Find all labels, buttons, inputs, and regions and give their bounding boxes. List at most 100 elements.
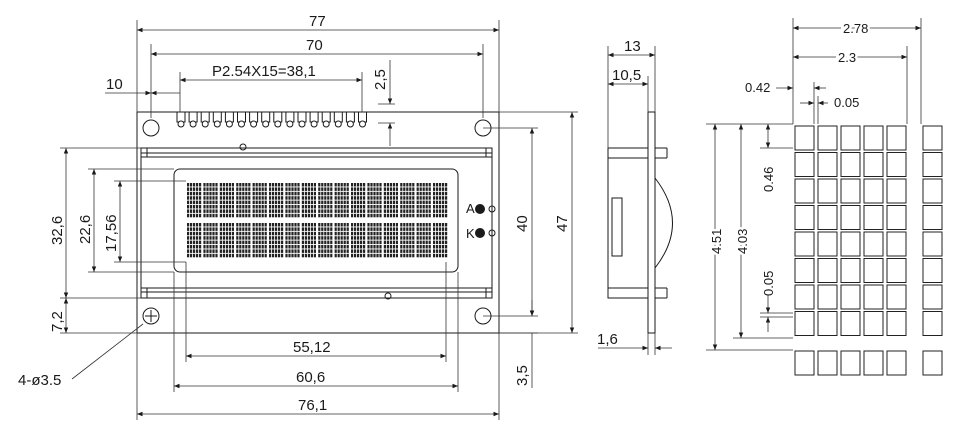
dot xyxy=(272,205,275,209)
cursor-cell xyxy=(840,350,861,376)
dot xyxy=(327,183,330,187)
dot xyxy=(278,213,281,218)
dot xyxy=(357,223,360,227)
pixel-cell xyxy=(817,205,838,230)
dot xyxy=(215,191,218,196)
dot xyxy=(193,223,196,227)
dot xyxy=(275,209,278,213)
dot xyxy=(357,227,360,231)
dot xyxy=(416,231,419,236)
dot xyxy=(346,209,349,213)
dot xyxy=(215,245,218,249)
dot xyxy=(242,231,245,236)
dot xyxy=(383,245,386,249)
dot xyxy=(301,187,304,191)
dot xyxy=(395,205,398,209)
dot xyxy=(301,240,304,245)
dot xyxy=(442,231,445,236)
dim-bottom-offset: 7,2 xyxy=(49,311,66,332)
dot xyxy=(196,240,199,245)
dot xyxy=(275,231,278,236)
dot xyxy=(436,191,439,196)
pixel-cell xyxy=(840,125,861,151)
char-block xyxy=(400,223,415,258)
dot xyxy=(403,253,406,258)
dot xyxy=(367,183,370,187)
dot xyxy=(340,245,343,249)
dot xyxy=(252,187,255,191)
dot xyxy=(222,223,225,227)
dot xyxy=(275,253,278,258)
dot xyxy=(242,191,245,196)
dot xyxy=(288,240,291,245)
dot xyxy=(236,253,239,258)
dot xyxy=(425,231,428,236)
dot xyxy=(203,191,206,196)
dot xyxy=(419,231,422,236)
dot xyxy=(203,213,206,218)
dot xyxy=(395,200,398,205)
dot xyxy=(400,231,403,236)
dot xyxy=(203,209,206,213)
dot xyxy=(199,196,202,200)
dot xyxy=(228,196,231,200)
dot xyxy=(225,240,228,245)
dot xyxy=(301,245,304,249)
dot xyxy=(297,245,300,249)
dot xyxy=(307,209,310,213)
dot xyxy=(425,213,428,218)
dot xyxy=(187,187,190,191)
dot xyxy=(231,245,234,249)
pin-header xyxy=(176,111,367,128)
dot xyxy=(439,245,442,249)
dot xyxy=(351,240,354,245)
pixel-cell xyxy=(863,125,884,151)
dot xyxy=(373,191,376,196)
dot xyxy=(275,249,278,253)
dot xyxy=(294,240,297,245)
dot xyxy=(376,249,379,253)
front-view: A K 77 70 10 P2.54X15=38,1 2,5 47 40 xyxy=(18,13,578,420)
pin-hole xyxy=(250,120,258,128)
dot xyxy=(379,227,382,231)
dot xyxy=(337,187,340,191)
dot xyxy=(313,236,316,240)
dot xyxy=(406,236,409,240)
dot xyxy=(337,236,340,240)
viewing-area xyxy=(173,168,459,273)
dot xyxy=(193,213,196,218)
dot xyxy=(248,183,251,187)
dot xyxy=(215,231,218,236)
dot xyxy=(370,253,373,258)
dot xyxy=(242,196,245,200)
dot xyxy=(433,240,436,245)
dot xyxy=(409,191,412,196)
dot xyxy=(373,249,376,253)
dot xyxy=(367,253,370,258)
pcb-outline xyxy=(136,111,500,334)
dot xyxy=(395,223,398,227)
dot xyxy=(193,205,196,209)
char-block xyxy=(301,183,316,218)
next-char-cell xyxy=(922,205,943,230)
dot xyxy=(239,249,242,253)
dot xyxy=(264,191,267,196)
dot xyxy=(351,209,354,213)
dot xyxy=(412,231,415,236)
dot xyxy=(370,223,373,227)
dot xyxy=(245,196,248,200)
dot xyxy=(386,227,389,231)
dot xyxy=(337,245,340,249)
dot xyxy=(255,249,258,253)
led-anode-pad xyxy=(475,204,485,214)
dot xyxy=(442,209,445,213)
dot xyxy=(231,227,234,231)
pixel-cell xyxy=(840,311,861,336)
dim-thickness-body: 10,5 xyxy=(612,67,641,84)
bezel-outline xyxy=(140,147,493,299)
dot xyxy=(285,236,288,240)
pixel-cell xyxy=(886,125,907,151)
dot xyxy=(222,253,225,258)
hole-callout-leader xyxy=(71,323,144,380)
dot xyxy=(258,200,261,205)
